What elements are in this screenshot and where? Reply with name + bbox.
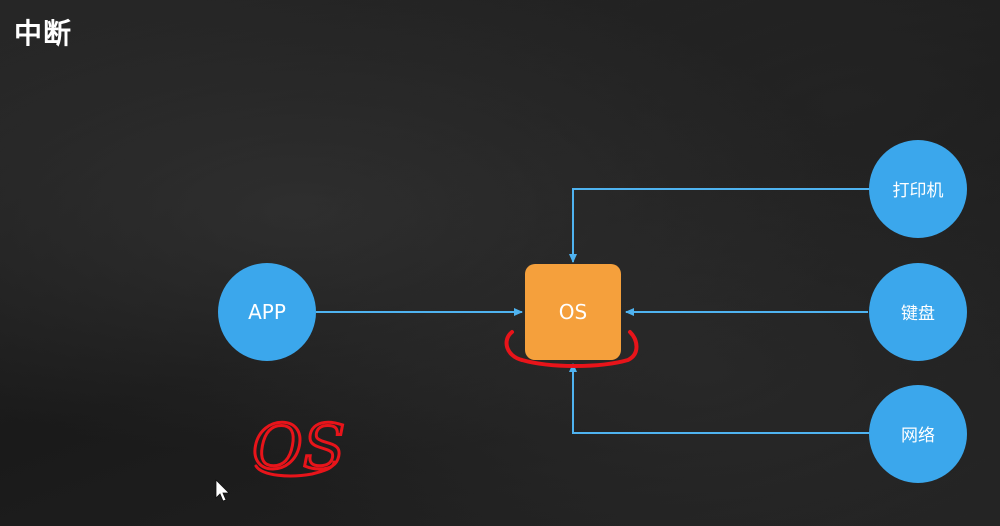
node-keyboard-label: 键盘 — [901, 304, 935, 324]
annotation-bracket-stroke — [504, 330, 639, 368]
annotation-handwritten-os: OS — [251, 409, 347, 485]
node-app: APP — [218, 263, 316, 361]
node-os: OS — [525, 264, 621, 360]
node-printer-label: 打印机 — [893, 181, 944, 201]
node-app-label: APP — [248, 300, 286, 324]
node-printer: 打印机 — [869, 140, 967, 238]
node-keyboard: 键盘 — [869, 263, 967, 361]
mouse-pointer-icon — [215, 479, 230, 502]
annotation-underline-stroke — [254, 460, 336, 478]
arrow-network-to-os — [569, 363, 870, 434]
arrow-printer-to-os — [569, 188, 870, 263]
node-os-label: OS — [559, 300, 587, 324]
page-title: 中断 — [14, 17, 73, 50]
node-network-label: 网络 — [901, 426, 935, 446]
node-network: 网络 — [869, 385, 967, 483]
